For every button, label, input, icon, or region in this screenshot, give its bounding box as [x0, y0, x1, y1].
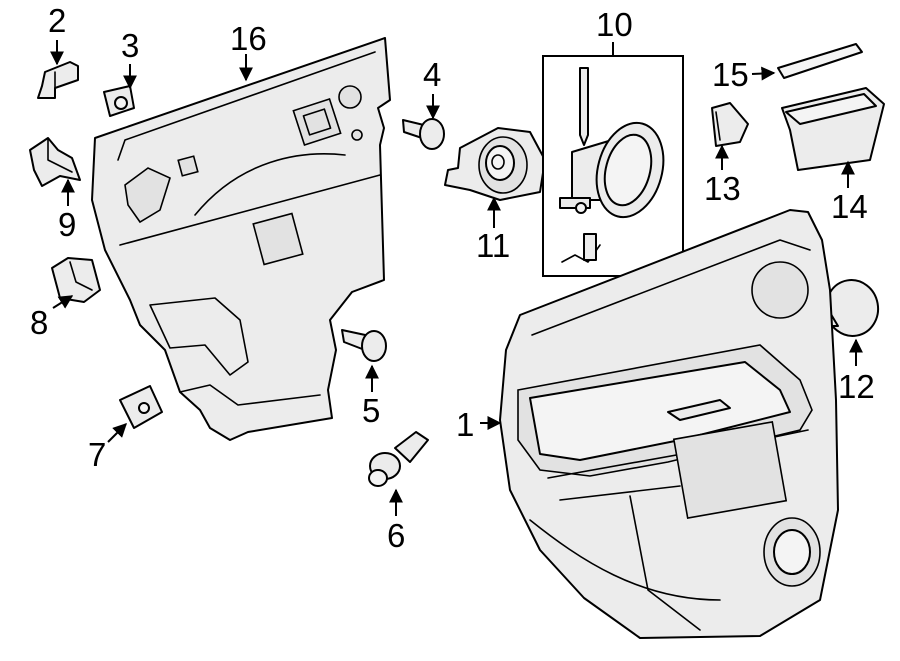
callout-8: 8 [30, 304, 48, 341]
push-pin-part-4 [402, 118, 445, 150]
storage-bin-part-14 [781, 87, 885, 171]
clip-part-7 [119, 385, 163, 429]
speaker-part-11 [444, 127, 546, 201]
callout-7: 7 [88, 436, 106, 473]
callout-10: 10 [596, 6, 633, 43]
handle-kit-box-part-10 [542, 55, 684, 277]
callout-15: 15 [712, 56, 749, 93]
callout-5: 5 [362, 392, 380, 429]
nut-clip-part-3 [103, 85, 135, 117]
callout-4: 4 [423, 56, 441, 93]
callout-12: 12 [838, 368, 875, 405]
callout-9: 9 [58, 206, 76, 243]
push-pin-part-5 [341, 329, 387, 362]
callout-11: 11 [476, 227, 510, 264]
callout-14: 14 [831, 188, 868, 225]
clip-part-2 [37, 61, 79, 99]
cap-part-13 [711, 102, 749, 147]
stud-part-6 [368, 431, 429, 487]
callout-labels: 1 2 3 4 5 6 7 8 9 10 11 12 13 14 15 16 [30, 2, 875, 554]
callout-13: 13 [704, 170, 741, 207]
trim-strip-part-15 [777, 43, 863, 79]
door-trim-panel-part-1 [499, 209, 839, 639]
callout-16: 16 [230, 20, 267, 57]
callout-leaders [50, 40, 863, 516]
callout-3: 3 [121, 27, 139, 64]
callout-2: 2 [48, 2, 66, 39]
water-deflector-panel [91, 37, 391, 441]
callout-6: 6 [387, 517, 405, 554]
retainer-part-8 [51, 257, 101, 303]
callout-1: 1 [456, 406, 474, 443]
bracket-clip-part-9 [29, 137, 81, 187]
